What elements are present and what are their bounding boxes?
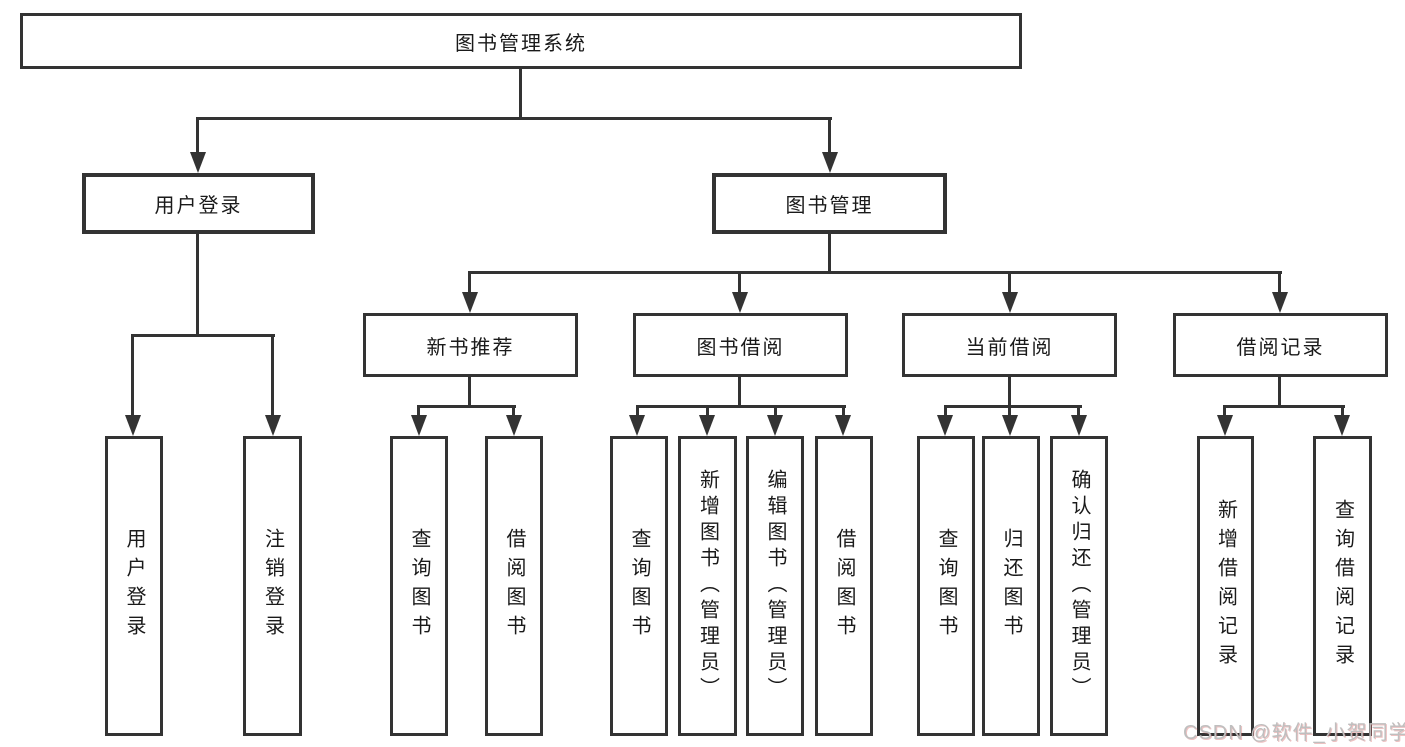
connector-borrowing-stem [738, 375, 741, 408]
leaf-user-login: 用户登录 [105, 436, 163, 736]
node-user-login: 用户登录 [82, 173, 315, 234]
arrowhead-icon [699, 415, 715, 436]
arrowhead-icon [462, 292, 478, 313]
connector-drop [417, 405, 420, 419]
connector-mgmt-split [468, 271, 1282, 274]
arrowhead-icon [1071, 415, 1087, 436]
connector-drop [1223, 405, 1226, 419]
connector-records-split [1223, 405, 1345, 408]
connector-drop-new-books [468, 271, 471, 297]
connector-drop [1077, 405, 1080, 419]
arrowhead-icon [822, 152, 838, 173]
connector-login-split [131, 334, 275, 337]
leaf-edit-book-admin: 编辑图书（管理员） [746, 436, 804, 736]
leaf-add-book-admin: 新增图书（管理员） [678, 436, 737, 736]
arrowhead-icon [732, 292, 748, 313]
leaf-borrow-books-newbooks: 借阅图书 [485, 436, 543, 736]
arrowhead-icon [835, 415, 851, 436]
connector-current-stem [1008, 375, 1011, 408]
leaf-borrow-books-borrowing: 借阅图书 [815, 436, 873, 736]
connector-drop-records [1278, 271, 1281, 297]
connector-drop-login-2 [271, 334, 274, 418]
connector-newbooks-split [417, 405, 516, 408]
node-root: 图书管理系统 [20, 13, 1022, 69]
node-borrow-records: 借阅记录 [1173, 313, 1388, 377]
arrowhead-icon [411, 415, 427, 436]
connector-root-split [197, 117, 832, 120]
connector-drop-borrowing [738, 271, 741, 297]
connector-login-stem [196, 231, 199, 337]
connector-drop [842, 405, 845, 419]
watermark: CSDN @软件_小贺同学 [1183, 722, 1405, 744]
arrowhead-icon [190, 152, 206, 173]
connector-mgmt-stem [828, 231, 831, 274]
connector-drop [944, 405, 947, 419]
connector-drop [774, 405, 777, 419]
connector-current-split [944, 405, 1082, 408]
leaf-query-books-borrowing: 查询图书 [610, 436, 668, 736]
connector-drop [1341, 405, 1344, 419]
connector-root-stem [519, 66, 522, 119]
node-current-borrow: 当前借阅 [902, 313, 1117, 377]
connector-drop [636, 405, 639, 419]
arrowhead-icon [125, 415, 141, 436]
connector-drop [706, 405, 709, 419]
arrowhead-icon [937, 415, 953, 436]
node-book-borrow: 图书借阅 [633, 313, 848, 377]
connector-drop [512, 405, 515, 419]
arrowhead-icon [767, 415, 783, 436]
arrowhead-icon [629, 415, 645, 436]
connector-borrowing-split [636, 405, 846, 408]
leaf-confirm-return-admin: 确认归还（管理员） [1050, 436, 1108, 736]
arrowhead-icon [1002, 415, 1018, 436]
connector-records-stem [1278, 375, 1281, 408]
leaf-add-borrow-record: 新增借阅记录 [1197, 436, 1254, 736]
connector-drop-login-1 [131, 334, 134, 418]
arrowhead-icon [265, 415, 281, 436]
node-new-book-recommend: 新书推荐 [363, 313, 578, 377]
arrowhead-icon [506, 415, 522, 436]
arrowhead-icon [1272, 292, 1288, 313]
arrowhead-icon [1334, 415, 1350, 436]
connector-newbooks-stem [468, 375, 471, 408]
leaf-query-books-current: 查询图书 [917, 436, 975, 736]
leaf-query-books-newbooks: 查询图书 [390, 436, 448, 736]
connector-drop-current [1008, 271, 1011, 297]
leaf-logout-login: 注销登录 [243, 436, 302, 736]
node-book-management: 图书管理 [712, 173, 947, 234]
arrowhead-icon [1217, 415, 1233, 436]
connector-drop [1008, 405, 1011, 419]
connector-drop-book-management [828, 117, 831, 155]
arrowhead-icon [1002, 292, 1018, 313]
leaf-query-borrow-record: 查询借阅记录 [1313, 436, 1372, 736]
connector-drop-user-login [196, 117, 199, 155]
leaf-return-book: 归还图书 [982, 436, 1040, 736]
